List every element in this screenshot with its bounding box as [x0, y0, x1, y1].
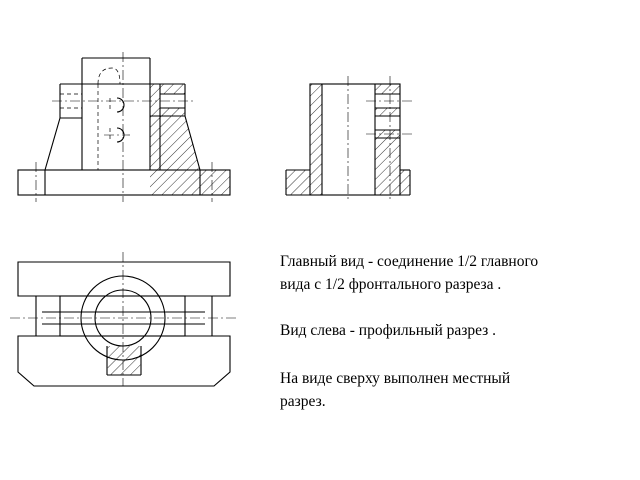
top-view — [10, 252, 238, 387]
side-body-outline — [309, 83, 401, 196]
side-view — [285, 76, 412, 202]
front-base — [17, 169, 231, 196]
front-left-rib — [44, 117, 61, 171]
caption-front-view: Главный вид - соединение 1/2 главного ви… — [280, 253, 539, 293]
front-section-hatch — [150, 84, 230, 195]
caption-side-view: Вид слева - профильный разрез . — [280, 322, 497, 339]
caption-top-view: На виде сверху выполнен местный разрез. — [280, 370, 511, 410]
side-section-hatch — [286, 84, 410, 195]
front-view — [17, 52, 231, 202]
front-right-rib — [184, 115, 201, 171]
